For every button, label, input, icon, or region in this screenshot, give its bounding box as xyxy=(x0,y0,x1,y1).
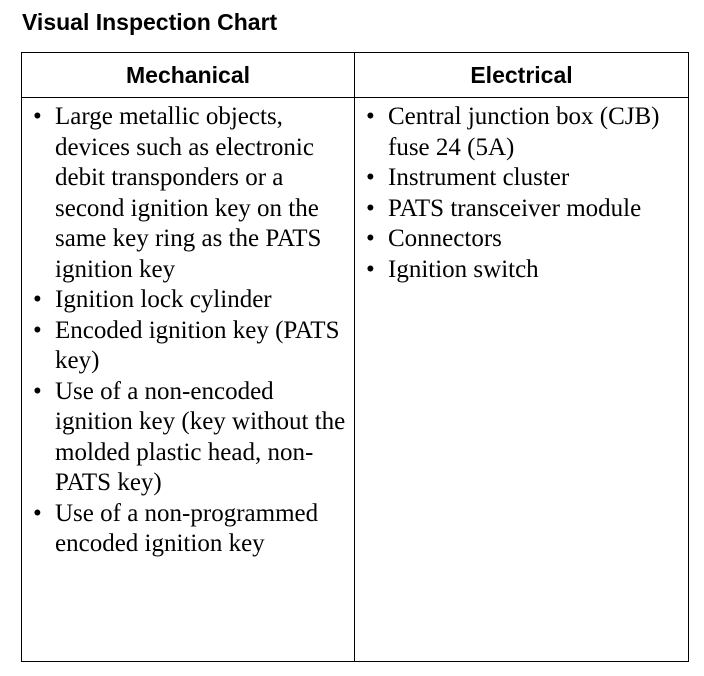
list-item: • Connectors xyxy=(355,224,688,255)
list-item-text: Use of a non-encoded ignition key (key w… xyxy=(55,377,346,497)
bullet-icon: • xyxy=(366,225,375,252)
list-item: • Instrument cluster xyxy=(355,163,688,194)
list-item: • Large metallic objects, devices such as… xyxy=(22,102,354,285)
list-item-text: Ignition lock cylinder xyxy=(55,286,272,313)
list-item: • Use of a non-programmed encoded ignitio… xyxy=(22,499,354,560)
body-row: • Large metallic objects, devices such as… xyxy=(21,97,689,662)
list-item-text: Central junction box (CJB) fuse 24 (5A) xyxy=(388,103,660,161)
list-item: • PATS transceiver module xyxy=(355,194,688,225)
header-row: Mechanical Electrical xyxy=(21,52,689,98)
list-item-text: Use of a non-programmed encoded ignition… xyxy=(55,499,319,558)
chart-title: Visual Inspection Chart xyxy=(22,9,278,35)
mechanical-cell: • Large metallic objects, devices such as… xyxy=(21,97,355,662)
list-item-text: Connectors xyxy=(388,225,502,252)
list-item: • Use of a non-encoded ignition key (key … xyxy=(22,377,354,499)
bullet-icon: • xyxy=(366,103,375,130)
list-item-text: Instrument cluster xyxy=(388,164,570,191)
list-item-text: Large metallic objects, devices such as … xyxy=(55,103,322,283)
list-item-text: Ignition switch xyxy=(388,255,539,283)
mechanical-list: • Large metallic objects, devices such as… xyxy=(22,98,354,560)
bullet-icon: • xyxy=(366,255,375,283)
header-electrical: Electrical xyxy=(354,52,689,98)
bullet-icon: • xyxy=(33,103,42,130)
list-item-text: Encoded ignition key (PATS key) xyxy=(55,316,340,375)
list-item: • Ignition switch xyxy=(355,255,688,286)
bullet-icon: • xyxy=(33,377,42,405)
electrical-list: • Central junction box (CJB) fuse 24 (5A)… xyxy=(355,98,688,285)
bullet-icon: • xyxy=(33,499,42,527)
list-item: • Central junction box (CJB) fuse 24 (5A) xyxy=(355,102,688,163)
list-item: • Encoded ignition key (PATS key) xyxy=(22,316,354,377)
bullet-icon: • xyxy=(33,316,42,344)
visual-inspection-table: Mechanical Electrical • Large metallic ob… xyxy=(21,52,689,662)
bullet-icon: • xyxy=(366,194,375,222)
list-item: • Ignition lock cylinder xyxy=(22,285,354,316)
bullet-icon: • xyxy=(33,286,42,313)
electrical-cell: • Central junction box (CJB) fuse 24 (5A)… xyxy=(354,97,689,662)
list-item-text: PATS transceiver module xyxy=(388,194,642,222)
bullet-icon: • xyxy=(366,164,375,191)
header-mechanical: Mechanical xyxy=(21,52,355,98)
